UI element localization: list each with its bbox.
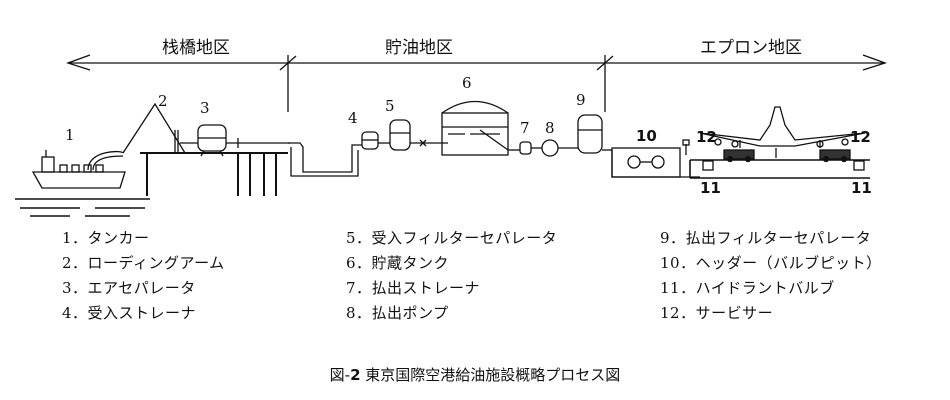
arrow-left: [65, 54, 91, 71]
header-valve-pit: [611, 147, 681, 178]
zone-label-pier: 栈橋地区: [162, 38, 230, 58]
legend-column-1: 1．タンカー 2．ローディングアーム 3．エアセパレータ 4．受入ストレーナ: [62, 226, 225, 326]
arrow-right: [862, 54, 888, 71]
loading-arm: [87, 102, 186, 171]
marker-3: 3: [200, 99, 210, 117]
legend-item: 7．払出ストレーナ: [346, 279, 481, 297]
legend-item: 3．エアセパレータ: [62, 279, 196, 297]
legend-item: 10．ヘッダー（バルブピット）: [660, 254, 882, 272]
marker-2: 2: [158, 92, 168, 110]
marker-8: 8: [545, 119, 555, 137]
legend-item: 1．タンカー: [62, 229, 150, 247]
receiving-filter-separator: [389, 119, 448, 151]
servicer-left: [723, 149, 755, 163]
marker-5: 5: [385, 97, 395, 115]
caption-title: 東京国際空港給油施設概略プロセス図: [360, 366, 621, 384]
marker-11-right: 11: [851, 179, 872, 197]
airplane: [699, 106, 866, 158]
pipeline-main: [288, 142, 362, 173]
caption-prefix: 図-: [329, 366, 351, 384]
marker-6: 6: [462, 74, 472, 92]
servicer-right: [819, 149, 851, 163]
dispatch-strainer: [519, 141, 542, 155]
storage-tank: [441, 100, 520, 156]
tanker-ship: [31, 150, 126, 189]
legend-item: 6．貯蔵タンク: [346, 254, 450, 272]
air-separator: [180, 124, 290, 157]
marker-12-left: 12: [696, 128, 717, 146]
caption-number: 2: [350, 366, 361, 384]
zone-label-apron: エプロン地区: [700, 38, 802, 58]
legend-item: 11．ハイドラントバルブ: [660, 279, 835, 297]
water: [15, 198, 150, 217]
marker-4: 4: [348, 109, 358, 127]
apron-ground: [689, 159, 870, 179]
dispatch-filter-separator: [577, 114, 612, 154]
marker-11-left: 11: [700, 179, 721, 197]
marker-12-right: 12: [850, 128, 871, 146]
legend-item: 5．受入フィルターセパレータ: [346, 229, 558, 247]
hydrant-pit-right: [853, 160, 865, 171]
marker-10: 10: [636, 127, 657, 145]
marker-9: 9: [576, 91, 586, 109]
figure-caption: 図-2 東京国際空港給油施設概略プロセス図: [0, 364, 950, 385]
legend-column-3: 9．払出フィルターセパレータ 10．ヘッダー（バルブピット） 11．ハイドラント…: [660, 226, 882, 326]
marker-7: 7: [520, 119, 530, 137]
dispatch-pump: [541, 139, 578, 157]
hydrant-pit-left: [702, 160, 714, 171]
legend-item: 8．払出ポンプ: [346, 304, 449, 322]
marker-1: 1: [65, 126, 75, 144]
zone-label-storage: 貯油地区: [385, 38, 453, 58]
legend-item: 2．ローディングアーム: [62, 254, 225, 272]
receiving-strainer: [361, 131, 390, 150]
legend-column-2: 5．受入フィルターセパレータ 6．貯蔵タンク 7．払出ストレーナ 8．払出ポンプ: [346, 226, 557, 326]
legend-item: 12．サービサー: [660, 304, 774, 322]
legend-item: 9．払出フィルターセパレータ: [660, 229, 872, 247]
pier-structure: [140, 152, 288, 196]
legend-item: 4．受入ストレーナ: [62, 304, 197, 322]
